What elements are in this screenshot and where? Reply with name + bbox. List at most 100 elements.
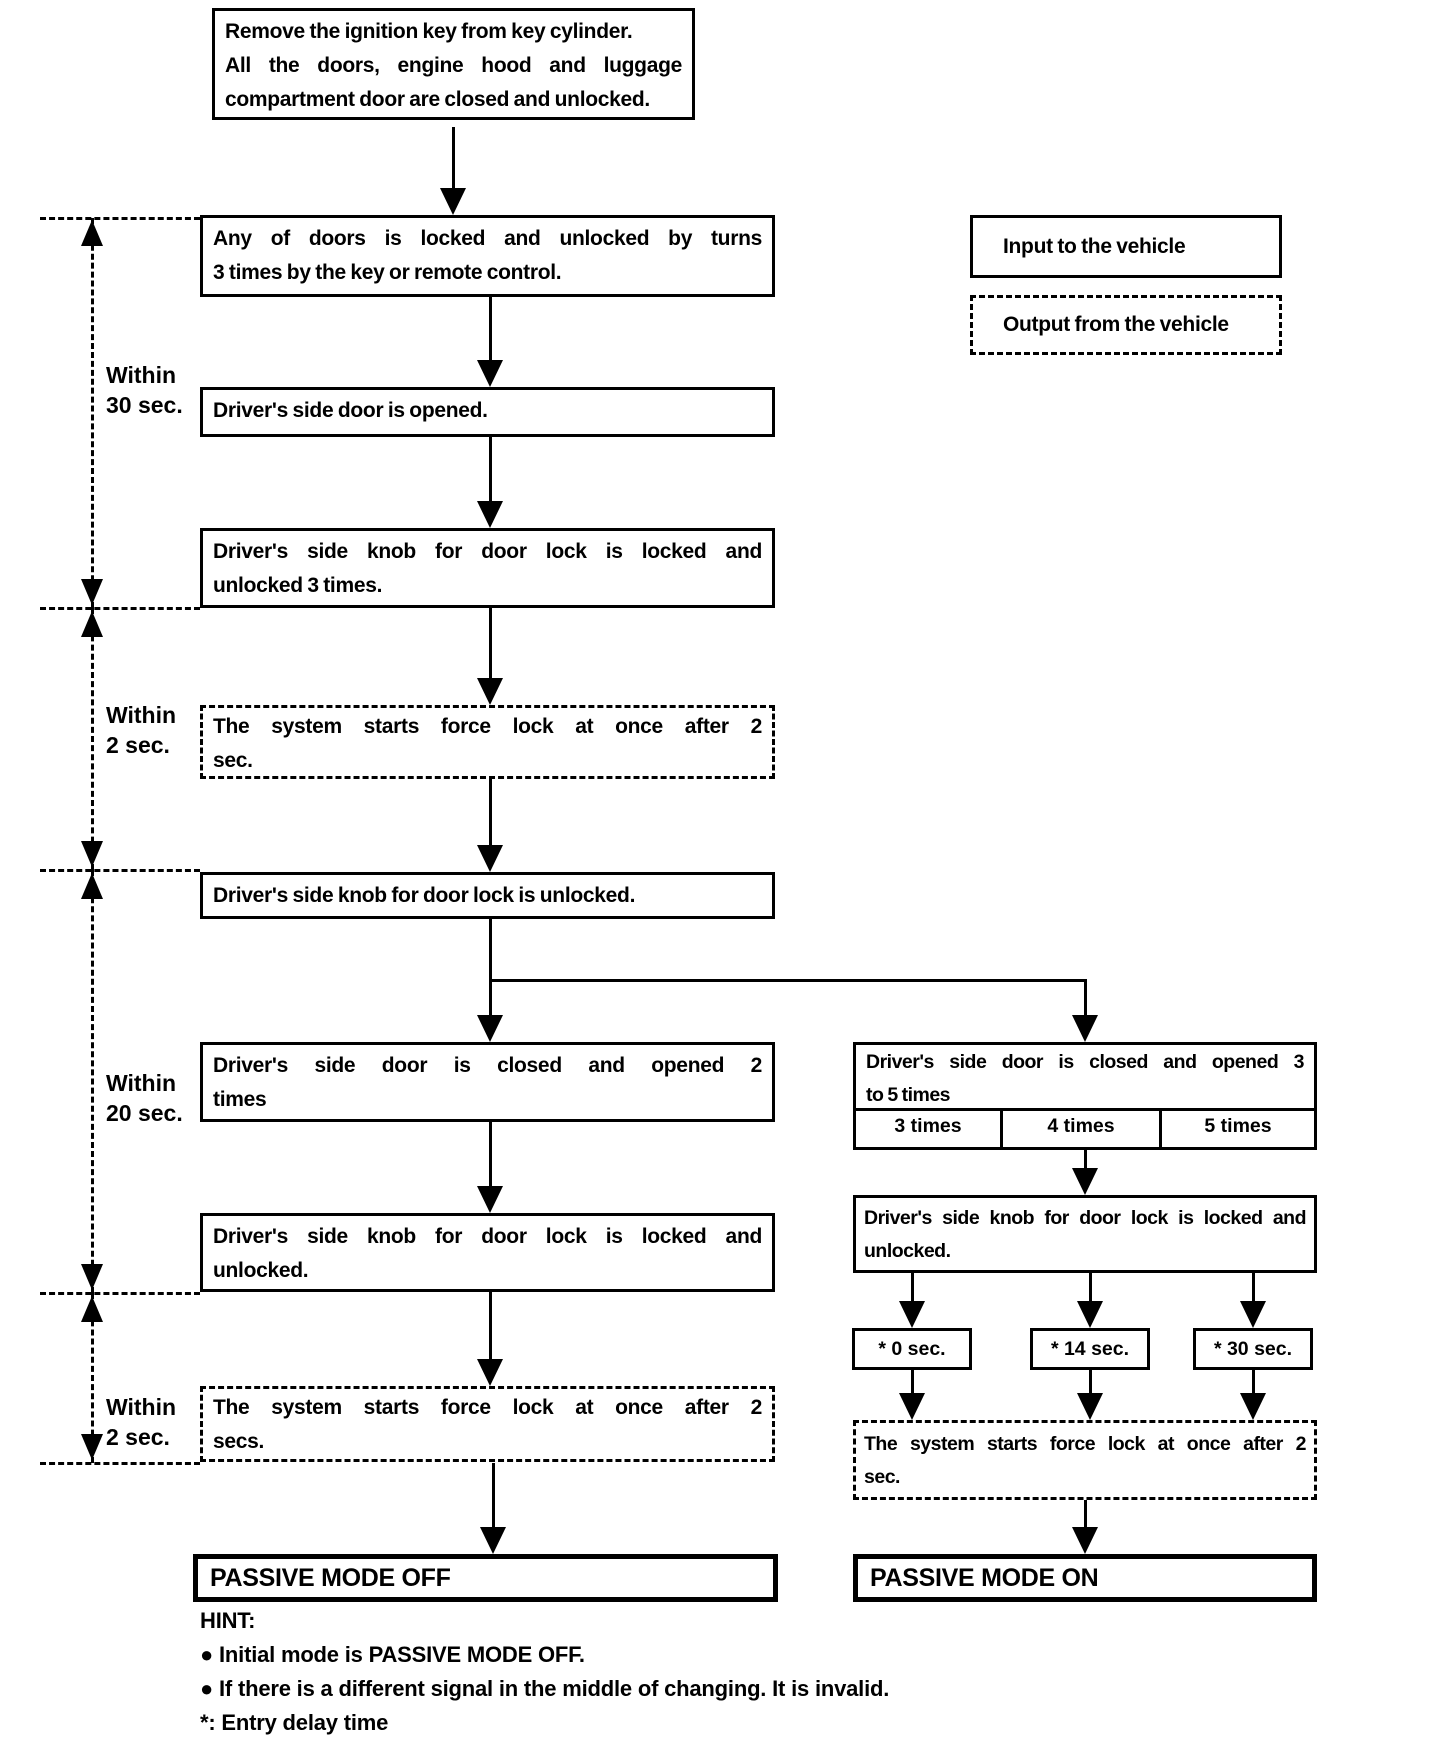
arrow-up-icon: [81, 611, 103, 637]
hint-bullet: ● Initial mode is PASSIVE MODE OFF.: [200, 1642, 585, 1667]
delay-30-label: * 30 sec.: [1213, 1338, 1293, 1360]
flow-text-line: secs.: [213, 1430, 265, 1453]
arrow-down-icon: [81, 579, 103, 605]
arrow-down-icon: [440, 188, 466, 215]
arrow-down-icon: [477, 360, 503, 387]
flow-text-line: to 5 times: [866, 1084, 951, 1106]
arrow-down-icon: [1072, 1168, 1098, 1195]
option-5-times: 5 times: [1204, 1115, 1272, 1137]
bracket-divider-line-4: [40, 1291, 200, 1295]
flow-text-line: Driver's side door is closed and opened …: [213, 1054, 762, 1077]
arrow-down-icon: [1240, 1301, 1266, 1328]
legend-input-box: Input to the vehicle: [970, 215, 1282, 278]
flow-text-line: Driver's side knob for door lock is lock…: [213, 1225, 762, 1248]
arrow-down-icon: [81, 841, 103, 867]
bracket-divider-line-1: [40, 216, 200, 220]
arrow-down-icon: [480, 1527, 506, 1554]
timing-label-within-20sec: Within 20 sec.: [106, 1068, 246, 1128]
arrow-down-icon: [477, 678, 503, 705]
connector-line: [488, 297, 492, 361]
arrow-down-icon: [81, 1434, 103, 1460]
flow-text-line: The system starts force lock at once aft…: [213, 1396, 762, 1419]
hint-block: HINT: ● Initial mode is PASSIVE MODE OFF…: [200, 1604, 1100, 1740]
hint-title: HINT:: [200, 1608, 256, 1633]
flow-text-line: Driver's side door is closed and opened …: [866, 1051, 1305, 1073]
flow-text-line: Any of doors is locked and unlocked by t…: [213, 227, 762, 250]
timing-label-line: Within: [106, 1394, 177, 1420]
arrow-down-icon: [81, 1264, 103, 1290]
connector-line: [488, 919, 492, 1016]
delay-0-label: * 0 sec.: [878, 1338, 946, 1360]
flow-box-door-2-times: Driver's side door is closed and opened …: [200, 1042, 775, 1122]
arrow-down-icon: [1072, 1015, 1098, 1042]
timing-label-within-2sec-a: Within 2 sec.: [106, 700, 246, 760]
passive-mode-on-label: PASSIVE MODE ON: [870, 1564, 1099, 1592]
flow-text-line: unlocked.: [213, 1259, 309, 1282]
connector-line: [488, 608, 492, 680]
option-3-times: 3 times: [856, 1111, 1003, 1147]
flow-text-line: Driver's side door is opened.: [213, 399, 488, 422]
option-4-times: 4 times: [1003, 1111, 1162, 1147]
connector-line: [451, 127, 455, 190]
flow-text-line: All the doors, engine hood and luggage: [225, 54, 682, 77]
arrow-up-icon: [81, 1296, 103, 1322]
connector-line: [1251, 1370, 1255, 1395]
connector-line: [1083, 1150, 1087, 1170]
arrow-down-icon: [477, 1359, 503, 1386]
bracket-span-2sec-a: [90, 608, 94, 870]
arrow-down-icon: [477, 1186, 503, 1213]
legend-input-label: Input to the vehicle: [1003, 234, 1186, 258]
connector-line: [488, 1122, 492, 1188]
flow-text-line: Driver's side knob for door lock is unlo…: [213, 884, 636, 907]
arrow-down-icon: [1077, 1301, 1103, 1328]
passive-mode-off-label: PASSIVE MODE OFF: [210, 1564, 451, 1592]
bracket-span-20sec: [90, 870, 94, 1293]
flow-text-line: Remove the ignition key from key cylinde…: [225, 20, 633, 43]
connector-line: [488, 1292, 492, 1361]
legend-output-box: Output from the vehicle: [970, 295, 1282, 355]
arrow-down-icon: [1072, 1527, 1098, 1554]
timing-label-line: 30 sec.: [106, 392, 183, 418]
timing-label-line: Within: [106, 1070, 177, 1096]
flow-box-force-lock-b: The system starts force lock at once aft…: [200, 1386, 775, 1462]
flow-box-any-door-lock: Any of doors is locked and unlocked by t…: [200, 215, 775, 297]
times-options-row: 3 times 4 times 5 times: [856, 1108, 1314, 1147]
connector-line: [488, 437, 492, 503]
timing-label-line: 2 sec.: [106, 732, 170, 758]
arrow-down-icon: [1240, 1393, 1266, 1420]
flow-text-line: The system starts force lock at once aft…: [213, 715, 762, 738]
delay-box-14-sec: * 14 sec.: [1030, 1328, 1150, 1370]
bracket-divider-line-3: [40, 868, 200, 872]
connector-line: [491, 1463, 495, 1529]
flow-box-knob-lock-unlock-right: Driver's side knob for door lock is lock…: [853, 1195, 1317, 1273]
arrow-down-icon: [1077, 1393, 1103, 1420]
connector-line: [910, 1370, 914, 1395]
connector-line: [910, 1273, 914, 1303]
flow-text-line: 3 times by the key or remote control.: [213, 261, 562, 284]
flow-box-knob-lock-unlock-left: Driver's side knob for door lock is lock…: [200, 1213, 775, 1292]
arrow-up-icon: [81, 873, 103, 899]
arrow-up-icon: [81, 220, 103, 246]
arrow-down-icon: [477, 845, 503, 872]
connector-line: [1088, 1370, 1092, 1395]
legend-output-label: Output from the vehicle: [1003, 313, 1229, 336]
connector-line: [1083, 980, 1087, 1016]
flow-box-passive-mode-on: PASSIVE MODE ON: [853, 1554, 1317, 1602]
bracket-divider-line-5: [40, 1461, 200, 1465]
timing-label-within-2sec-b: Within 2 sec.: [106, 1392, 246, 1452]
arrow-down-icon: [477, 1015, 503, 1042]
flow-text-line: Driver's side knob for door lock is lock…: [213, 540, 762, 563]
flow-text-line: unlocked.: [864, 1240, 951, 1262]
bracket-span-2sec-b: [90, 1293, 94, 1463]
flow-box-door-3-5-times: Driver's side door is closed and opened …: [853, 1042, 1317, 1150]
bracket-divider-line-2: [40, 606, 200, 610]
connector-line: [1088, 1273, 1092, 1303]
timing-label-line: Within: [106, 362, 177, 388]
hint-footnote: *: Entry delay time: [200, 1710, 389, 1735]
flow-text-line: sec.: [864, 1466, 900, 1488]
arrow-down-icon: [477, 501, 503, 528]
flow-text-line: The system starts force lock at once aft…: [864, 1433, 1307, 1455]
delay-box-0-sec: * 0 sec.: [852, 1328, 972, 1370]
flow-text-line: compartment door are closed and unlocked…: [225, 88, 650, 111]
arrow-down-icon: [899, 1301, 925, 1328]
